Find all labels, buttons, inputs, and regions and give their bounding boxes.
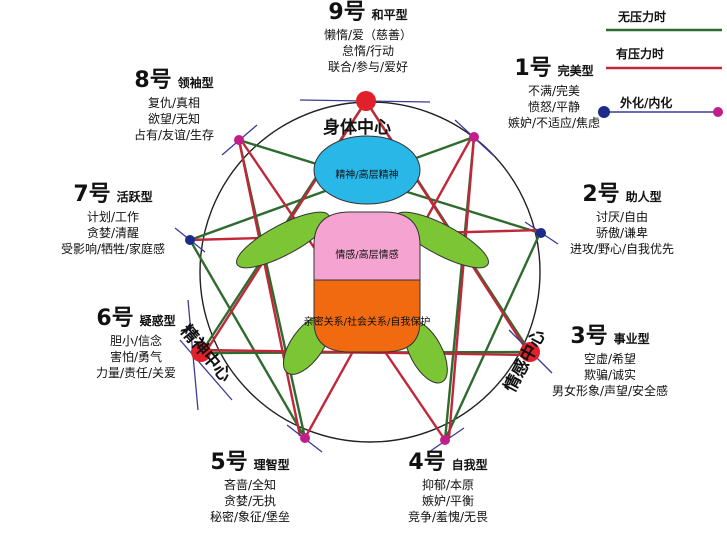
type-8-name: 领袖型 xyxy=(177,76,214,90)
type-4-name: 自我型 xyxy=(451,458,488,472)
type-6-number: 6号 xyxy=(96,306,134,331)
type-4-number: 4号 xyxy=(408,450,446,475)
type-7-line-3: 受影响/牺牲/家庭感 xyxy=(60,242,166,256)
legend-extro-intro: 外化/内化 xyxy=(620,96,673,110)
type-1-line-2: 愤怒/平静 xyxy=(527,100,581,114)
node-1 xyxy=(469,132,479,142)
node-6 xyxy=(191,342,211,362)
node-5 xyxy=(300,433,310,443)
type-5: 5号理智型 吝啬/全知 贪婪/无执 秘密/象征/堡垒 xyxy=(180,452,320,525)
arrow-6b xyxy=(179,339,233,401)
head-label: 精神/高层精神 xyxy=(335,170,399,181)
type-3-number: 3号 xyxy=(570,324,608,349)
type-5-line-1: 吝啬/全知 xyxy=(223,478,277,492)
type-8-number: 8号 xyxy=(134,68,172,93)
body-center-label: 身体中心 xyxy=(323,118,391,138)
type-8-line-1: 复仇/真相 xyxy=(147,96,201,110)
torso-shape xyxy=(313,211,421,281)
node-8 xyxy=(234,135,244,145)
type-2-name: 助人型 xyxy=(625,190,662,204)
type-4-line-3: 竞争/羞愧/无畏 xyxy=(407,510,489,524)
type-1: 1号完美型 不满/完美 愤怒/平静 嫉妒/不适应/焦虑 xyxy=(484,58,624,131)
type-1-line-3: 嫉妒/不适应/焦虑 xyxy=(507,116,601,130)
type-3: 3号事业型 空虚/希望 欺骗/诚实 男女形象/声望/安全感 xyxy=(526,326,694,399)
body-figure xyxy=(236,135,489,384)
type-1-number: 1号 xyxy=(514,56,552,81)
belly-label: 亲密关系/社会关系/自我保护 xyxy=(303,317,431,328)
type-8-line-2: 欲望/无知 xyxy=(147,112,201,126)
type-6-line-3: 力量/责任/关爱 xyxy=(95,366,177,380)
type-5-name: 理智型 xyxy=(253,458,290,472)
type-5-line-2: 贪婪/无执 xyxy=(223,494,277,508)
type-5-number: 5号 xyxy=(210,450,248,475)
type-2-line-2: 骄傲/谦卑 xyxy=(595,226,649,240)
line-2-4 xyxy=(443,232,542,441)
torso-label: 情感/高层情感 xyxy=(335,250,399,261)
type-1-line-1: 不满/完美 xyxy=(527,84,581,98)
node-9 xyxy=(356,91,376,111)
type-4: 4号自我型 抑郁/本原 嫉妒/平衡 竞争/羞愧/无畏 xyxy=(378,452,518,525)
legend-lines xyxy=(598,28,723,118)
left-arm xyxy=(236,211,330,269)
type-3-line-2: 欺骗/诚实 xyxy=(583,368,637,382)
line-7-5 xyxy=(188,239,307,439)
type-2: 2号助人型 讨厌/自由 骄傲/谦卑 进攻/野心/自我优先 xyxy=(546,184,698,257)
type-3-line-3: 男女形象/声望/安全感 xyxy=(551,384,669,398)
type-3-line-1: 空虚/希望 xyxy=(583,352,637,366)
type-4-line-1: 抑郁/本原 xyxy=(421,478,475,492)
type-9-line-3: 联合/参与/爱好 xyxy=(327,60,409,74)
type-nodes xyxy=(185,91,546,445)
type-9-number: 9号 xyxy=(328,0,366,25)
line-red-1-4 xyxy=(447,136,476,439)
type-2-number: 2号 xyxy=(582,182,620,207)
type-6-line-1: 胆小/信念 xyxy=(109,334,163,348)
type-6: 6号疑惑型 胆小/信念 害怕/勇气 力量/责任/关爱 xyxy=(66,308,206,381)
legend-stress: 有压力时 xyxy=(616,47,665,61)
type-8-line-3: 占有/友谊/生存 xyxy=(133,128,215,142)
type-9-name: 和平型 xyxy=(371,8,408,22)
node-2 xyxy=(536,228,546,238)
type-6-name: 疑惑型 xyxy=(139,314,176,328)
type-7-line-2: 贪婪/清醒 xyxy=(86,226,140,240)
type-3-name: 事业型 xyxy=(613,332,650,346)
type-8: 8号领袖型 复仇/真相 欲望/无知 占有/友谊/生存 xyxy=(104,70,244,143)
type-9: 9号和平型 懒惰/爱（慈善） 怠惰/行动 联合/参与/爱好 xyxy=(298,2,438,75)
type-9-line-1: 懒惰/爱（慈善） xyxy=(323,28,413,42)
belly-shape xyxy=(313,279,421,353)
node-7 xyxy=(185,235,195,245)
line-red-8-5 xyxy=(237,139,302,437)
type-1-name: 完美型 xyxy=(557,64,594,78)
type-2-line-1: 讨厌/自由 xyxy=(595,210,649,224)
head-shape xyxy=(313,135,421,205)
type-5-line-3: 秘密/象征/堡垒 xyxy=(209,510,291,524)
type-6-line-2: 害怕/勇气 xyxy=(109,350,163,364)
legend-no-stress: 无压力时 xyxy=(618,10,667,24)
type-7-line-1: 计划/工作 xyxy=(86,210,140,224)
type-2-line-3: 进攻/野心/自我优先 xyxy=(569,242,675,256)
type-7: 7号活跃型 计划/工作 贪婪/清醒 受影响/牺牲/家庭感 xyxy=(38,184,188,257)
type-9-line-2: 怠惰/行动 xyxy=(341,44,395,58)
node-3 xyxy=(520,342,540,362)
type-7-number: 7号 xyxy=(73,182,111,207)
type-7-name: 活跃型 xyxy=(116,190,153,204)
node-4 xyxy=(440,435,450,445)
type-4-line-2: 嫉妒/平衡 xyxy=(421,494,475,508)
